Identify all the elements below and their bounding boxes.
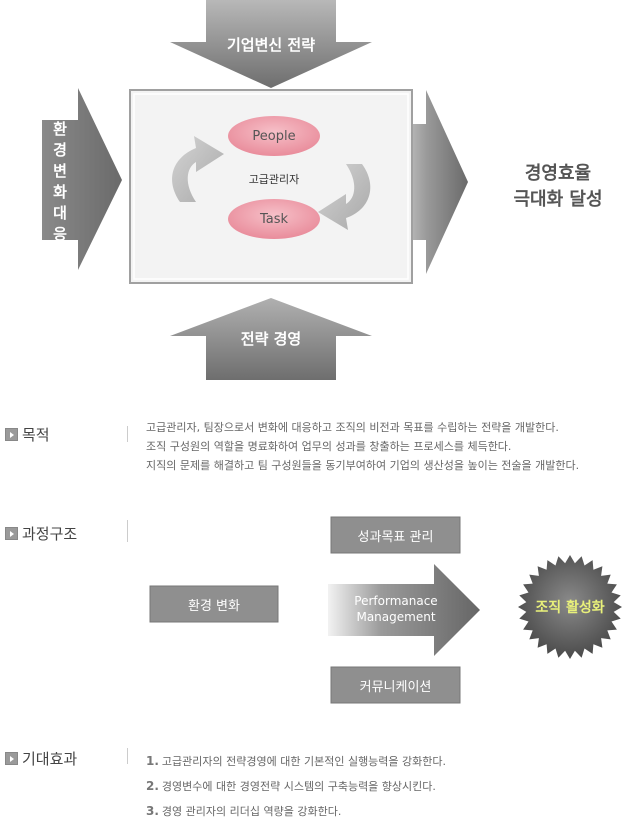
pm-arrow-shape — [328, 564, 480, 656]
purpose-divider — [127, 426, 128, 442]
purpose-bullet-icon — [5, 428, 18, 441]
structure-box-left-label: 환경 변화 — [188, 598, 240, 614]
structure-box-left — [149, 585, 279, 623]
purpose-lines: 고급관리자, 팀장으로서 변화에 대응하고 조직의 비전과 목표를 수립하는 전… — [146, 418, 579, 475]
purpose-heading: 목적 — [22, 426, 50, 444]
cycle-arrow-left-icon — [172, 136, 224, 202]
effects-item-3: 3.경영 관리자의 리더십 역량을 강화한다. — [146, 799, 446, 824]
effects-item-3-text: 경영 관리자의 리더십 역량을 강화한다. — [161, 805, 342, 818]
structure-heading: 과정구조 — [22, 525, 78, 543]
people-label: People — [252, 128, 296, 144]
effects-divider — [127, 748, 128, 764]
pm-arrow-line1: Performanace — [354, 594, 438, 608]
structure-box-top-label: 성과목표 관리 — [357, 529, 434, 545]
effects-heading: 기대효과 — [22, 750, 78, 768]
structure-box-bottom — [330, 666, 461, 704]
task-label: Task — [259, 211, 289, 227]
center-label: 고급관리자 — [248, 173, 300, 186]
top-arrow-shape — [170, 0, 372, 88]
top-arrow-label: 기업변신 전략 — [226, 35, 316, 54]
bottom-arrow-label: 전략 경영 — [240, 329, 302, 348]
effects-item-2-num: 2. — [146, 779, 159, 793]
result-line2: 극대화 달성 — [513, 189, 603, 210]
effects-item-1: 1.고급관리자의 전략경영에 대한 기본적인 실행능력을 강화한다. — [146, 749, 446, 774]
task-oval — [228, 199, 320, 239]
structure-diagram — [149, 516, 622, 704]
structure-box-bottom-label: 커뮤니케이션 — [359, 679, 432, 695]
purpose-line-2: 조직 구성원의 역할을 명료화하여 업무의 성과를 창출하는 프로세스를 체득한… — [146, 440, 512, 453]
left-arrow-label: 환경변화 대응 — [53, 120, 67, 243]
purpose-line-3: 지직의 문제를 해결하고 팀 구성원들을 동기부여하여 기업의 생산성을 높이는… — [146, 459, 580, 472]
badge-starburst-icon — [518, 555, 622, 659]
structure-divider — [127, 520, 128, 542]
structure-bullet-icon — [5, 527, 18, 540]
purpose-line-1: 고급관리자, 팀장으로서 변화에 대응하고 조직의 비전과 목표를 수립하는 전… — [146, 421, 559, 434]
badge-label: 조직 활성화 — [535, 600, 605, 616]
pm-arrow-line2: Management — [356, 610, 436, 624]
bottom-arrow-shape — [170, 298, 372, 380]
effects-bullet-icon — [5, 752, 18, 765]
structure-box-top — [330, 516, 461, 554]
left-arrow-label-wrap: 환경변화 대응 — [42, 120, 78, 243]
people-oval — [228, 116, 320, 156]
left-arrow-shape — [42, 88, 122, 270]
cycle-arrow-right-icon — [318, 164, 371, 230]
effects-item-3-num: 3. — [146, 804, 159, 818]
effects-item-2-text: 경영변수에 대한 경영전략 시스템의 구축능력을 향상시킨다. — [161, 780, 436, 793]
effects-item-1-text: 고급관리자의 전략경영에 대한 기본적인 실행능력을 강화한다. — [161, 755, 447, 768]
result-line1: 경영효율 — [524, 163, 592, 184]
effects-item-1-num: 1. — [146, 754, 159, 768]
effects-item-2: 2.경영변수에 대한 경영전략 시스템의 구축능력을 향상시킨다. — [146, 774, 446, 799]
effects-list: 1.고급관리자의 전략경영에 대한 기본적인 실행능력을 강화한다. 2.경영변… — [146, 749, 446, 824]
top-diagram — [42, 0, 468, 380]
